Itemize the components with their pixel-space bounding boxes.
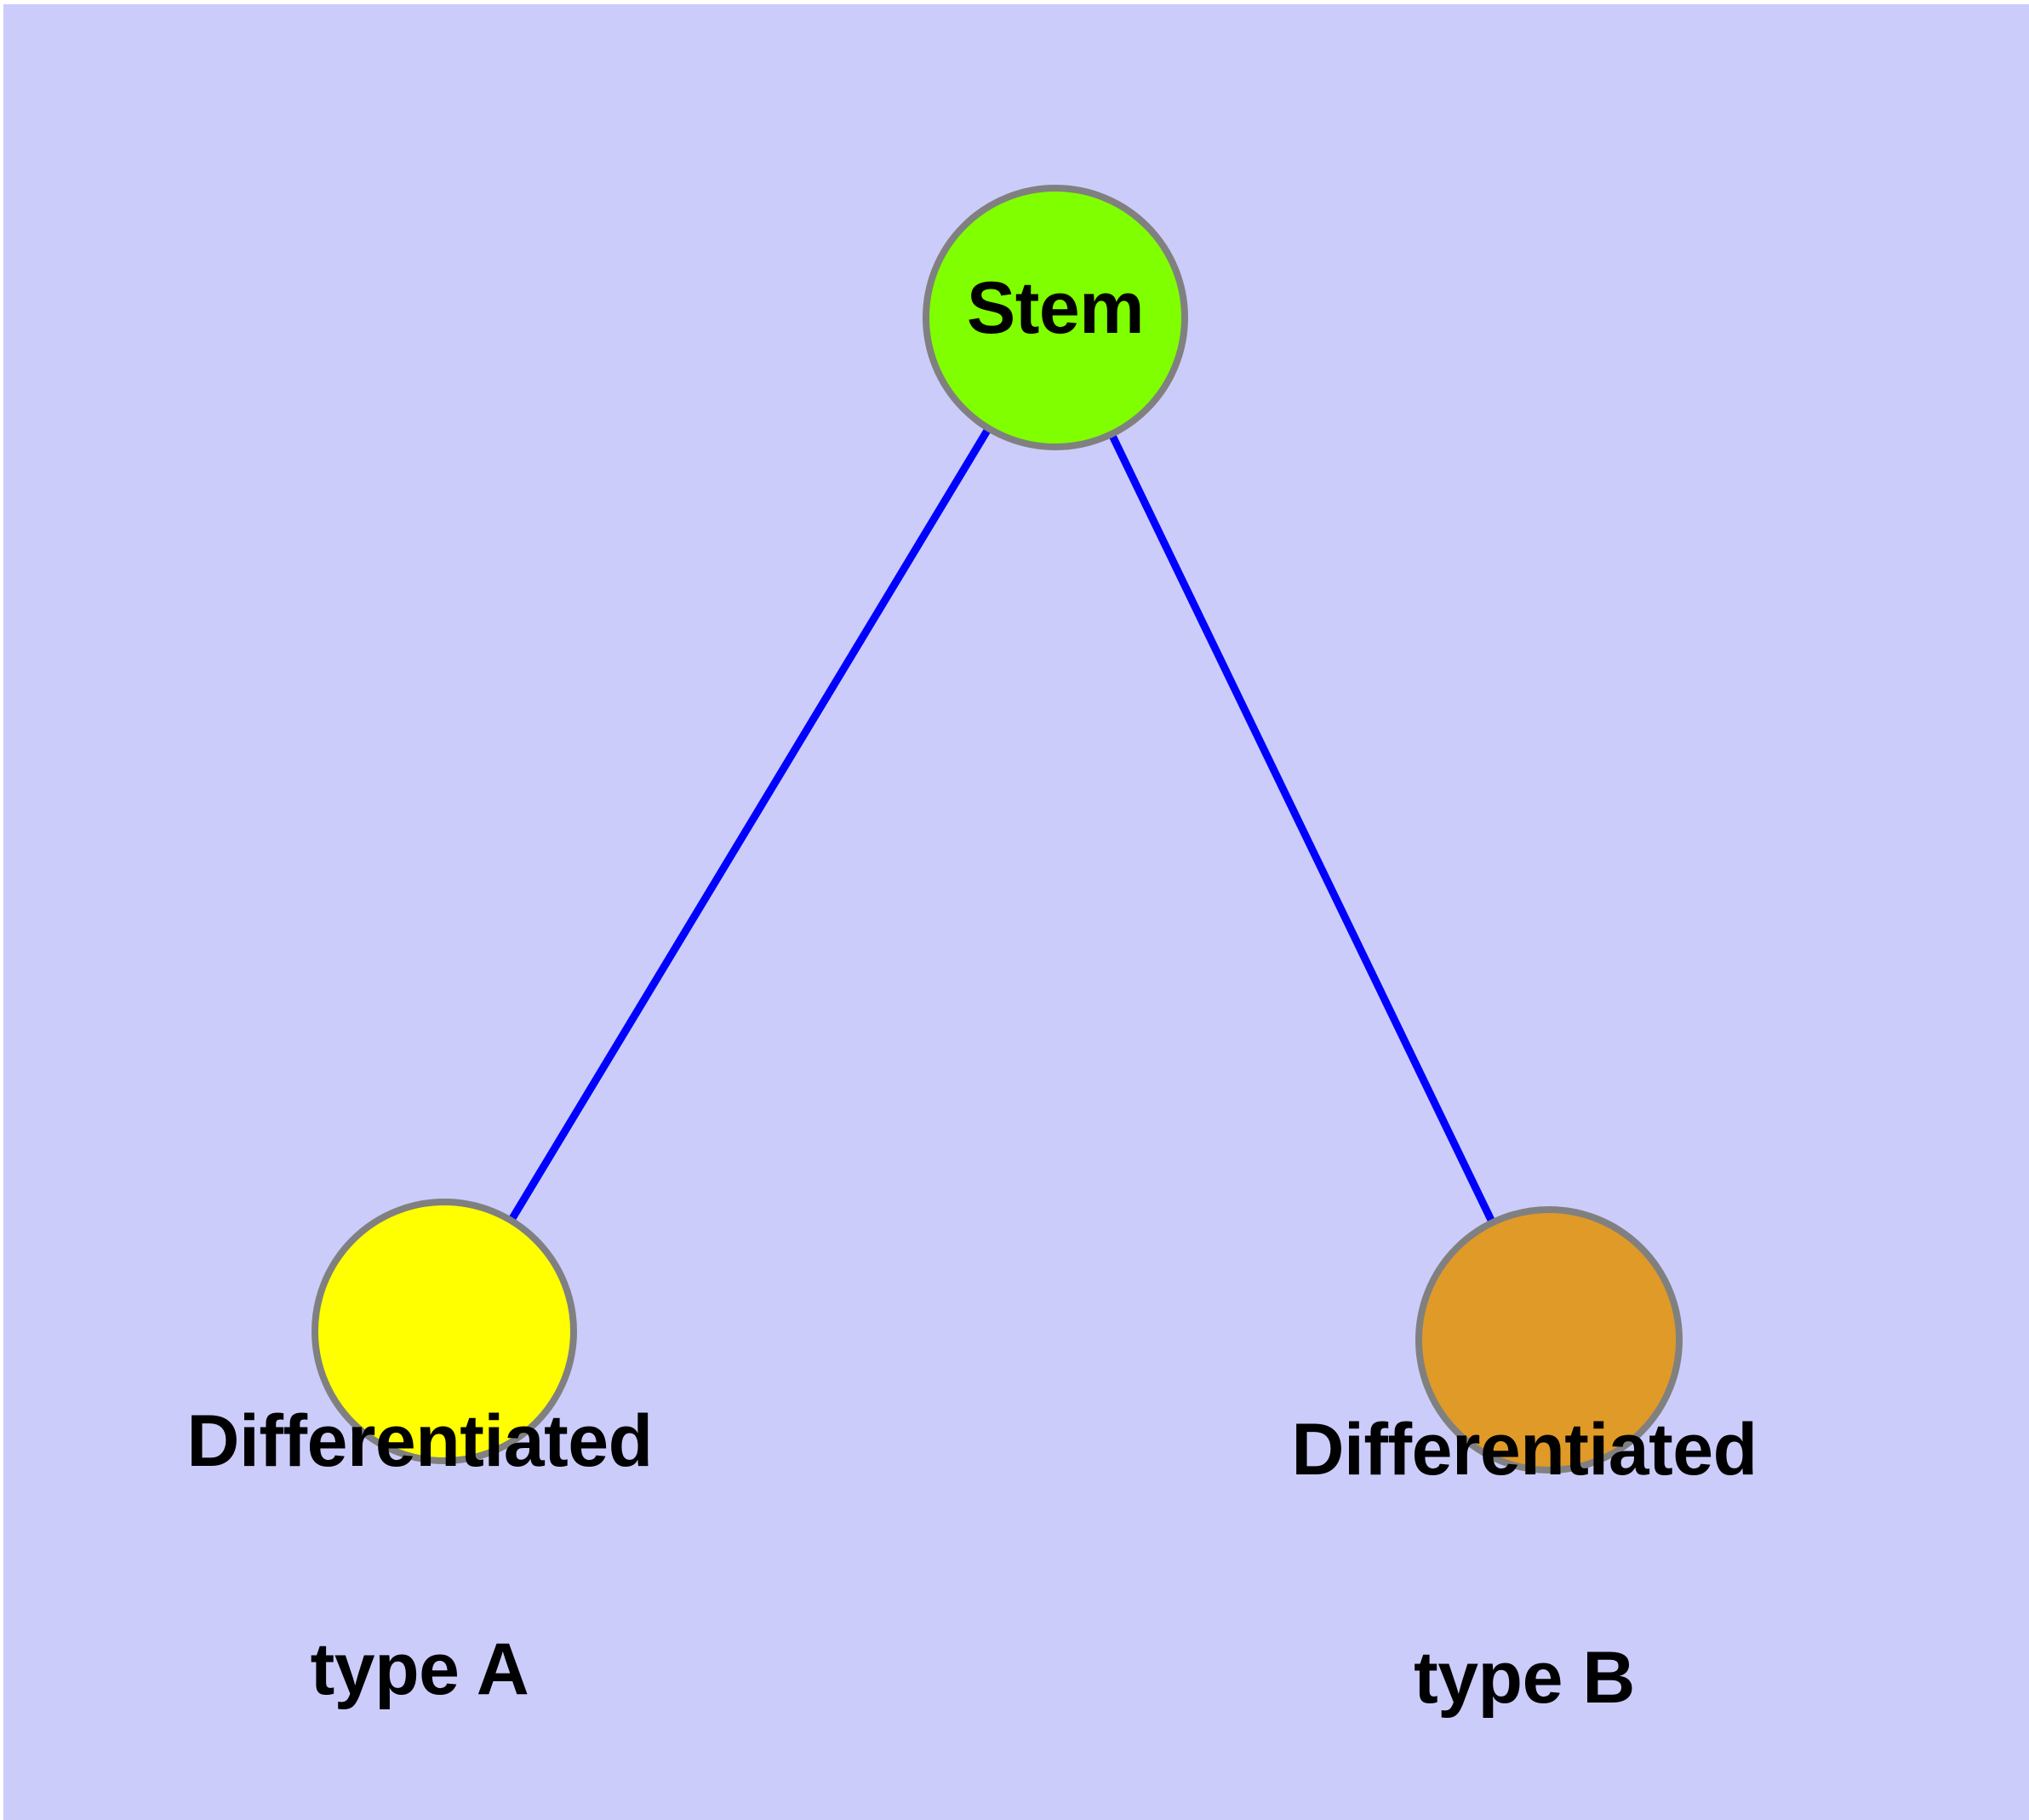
edge-stem-to-diff-a[interactable] <box>441 315 1059 1334</box>
node-differentiated-type-b[interactable] <box>1415 1206 1683 1474</box>
node-stem[interactable] <box>923 185 1188 450</box>
node-differentiated-type-a[interactable] <box>311 1199 577 1464</box>
edge-stem-to-diff-b[interactable] <box>1051 316 1553 1342</box>
edge-layer <box>441 315 1553 1342</box>
node-layer <box>311 185 1683 1474</box>
